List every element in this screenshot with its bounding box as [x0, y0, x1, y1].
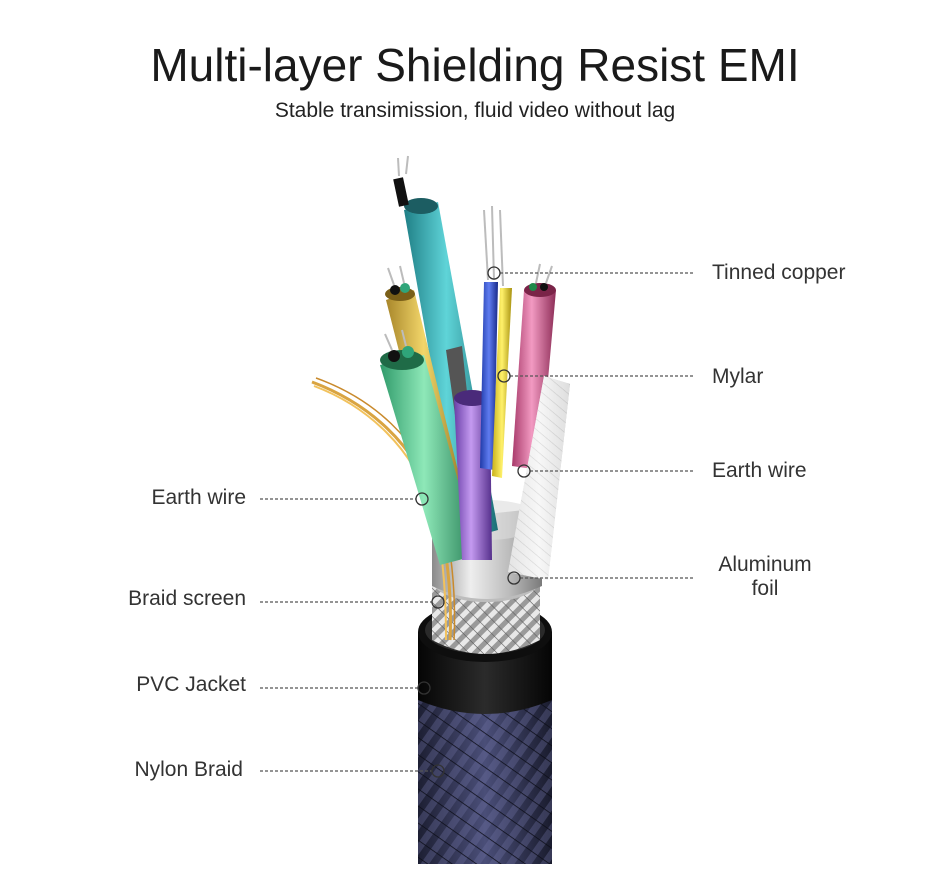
label-mylar: Mylar [712, 365, 764, 388]
white-earth-wire [508, 376, 570, 580]
marker-tinned-copper [487, 266, 501, 280]
callout-markers [415, 266, 531, 778]
marker-nylon-braid [431, 764, 445, 778]
marker-pvc-jacket [417, 681, 431, 695]
leader-lines [260, 272, 694, 772]
label-pvc-jacket: PVC Jacket [136, 673, 246, 696]
green-conductor [380, 329, 478, 565]
pink-conductor [512, 263, 556, 470]
label-earth-wire-left: Earth wire [151, 486, 246, 509]
label-earth-wire-right: Earth wire [712, 459, 807, 482]
nylon-braid-sleeve [418, 692, 552, 864]
label-braid-screen: Braid screen [128, 587, 246, 610]
marker-earth-wire-left [415, 492, 429, 506]
label-nylon-braid: Nylon Braid [134, 758, 243, 781]
page-title: Multi-layer Shielding Resist EMI [150, 39, 800, 91]
marker-mylar [497, 369, 511, 383]
blue-conductor [480, 205, 498, 470]
label-aluminum-foil-line2: foil [751, 577, 779, 600]
marker-braid-screen [431, 595, 445, 609]
label-aluminum-foil-line1: Aluminum [718, 553, 812, 576]
marker-aluminum-foil [507, 571, 521, 585]
label-tinned-copper: Tinned copper [712, 261, 846, 284]
marker-earth-wire-right [517, 464, 531, 478]
page-subtitle: Stable transimission, fluid video withou… [274, 99, 676, 122]
label-aluminum-foil: Aluminum foil [702, 553, 828, 601]
